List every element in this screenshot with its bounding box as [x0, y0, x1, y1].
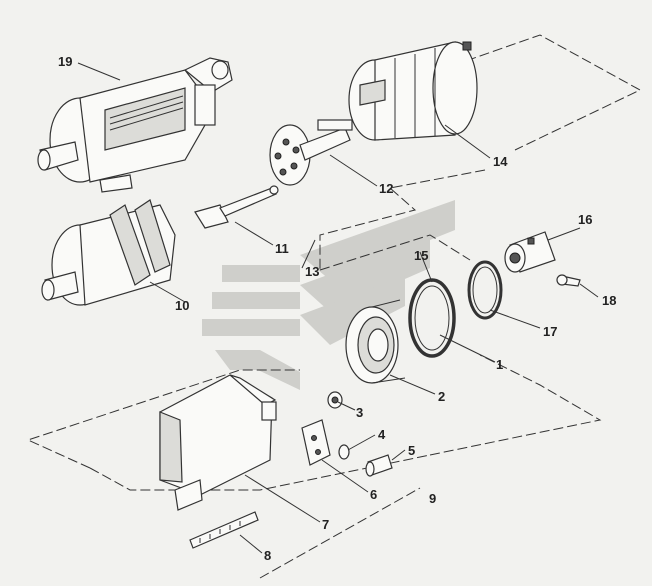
- callout-11: 11: [275, 241, 289, 256]
- callout-6: 6: [370, 487, 377, 502]
- callout-13: 13: [305, 264, 319, 279]
- callout-1: 1: [496, 357, 503, 372]
- callout-3: 3: [356, 405, 363, 420]
- part-3-nut: [327, 391, 343, 409]
- part-16-collar: [504, 231, 556, 273]
- callout-9: 9: [429, 491, 436, 506]
- part-14-slotted-sleeve: [348, 41, 478, 141]
- callout-15: 15: [414, 248, 428, 263]
- callout-8: 8: [264, 548, 271, 563]
- callout-leaders: [77, 62, 599, 554]
- callout-2: 2: [438, 389, 445, 404]
- part-5-cap-screw: [365, 454, 393, 477]
- part-11-brush-pin: [194, 185, 279, 229]
- part-8-scale-strip: [189, 511, 259, 549]
- watermark-logo: [202, 200, 455, 390]
- part-19-rotor-assembly: [37, 57, 233, 193]
- callout-7: 7: [322, 517, 329, 532]
- callout-12: 12: [379, 181, 393, 196]
- part-18-screw: [556, 274, 581, 287]
- callout-19: 19: [58, 54, 72, 69]
- callout-16: 16: [578, 212, 592, 227]
- callout-14: 14: [493, 154, 508, 169]
- callout-4: 4: [378, 427, 386, 442]
- part-12-encoder-disk: [269, 119, 353, 186]
- callout-labels: 19 14 12 11 13 15 16 10 17 18 1 2 3 4 5 …: [58, 54, 616, 563]
- part-2-bearing: [345, 299, 406, 384]
- part-7-end-housing: [159, 374, 277, 511]
- callout-17: 17: [543, 324, 557, 339]
- part-17-snap-ring: [467, 260, 503, 320]
- part-15-retaining-ring: [408, 278, 456, 358]
- callout-18: 18: [602, 293, 616, 308]
- callout-5: 5: [408, 443, 415, 458]
- assembly-boundary-lines: [26, 34, 642, 579]
- part-6-bracket: [301, 419, 331, 466]
- part-10-finned-rotor: [41, 199, 176, 306]
- callout-10: 10: [175, 298, 189, 313]
- part-4-washer: [338, 444, 350, 460]
